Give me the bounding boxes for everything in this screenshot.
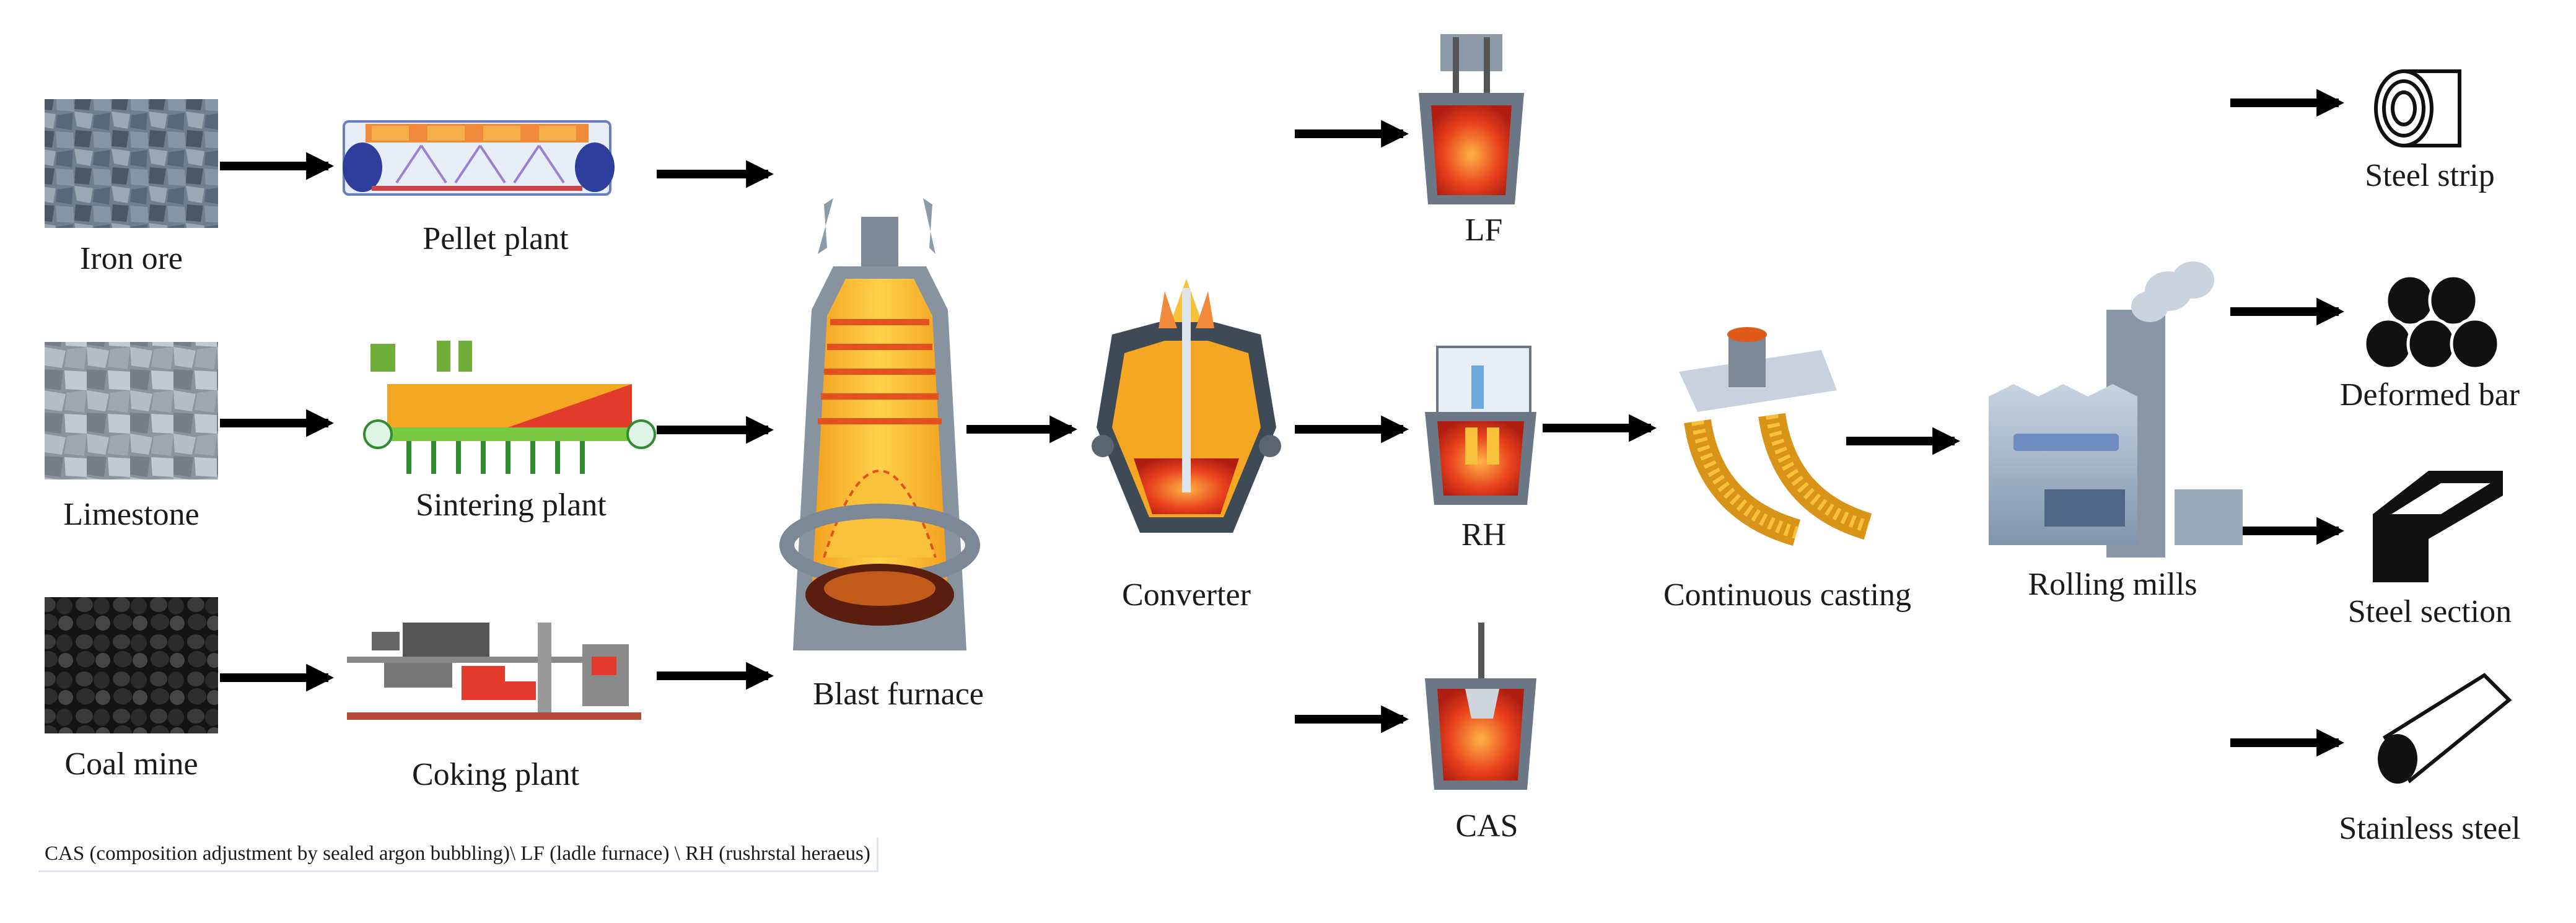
iron-ore-image bbox=[45, 99, 218, 228]
lf-label: LF bbox=[1465, 212, 1503, 248]
deformed-bar-label: Deformed bar bbox=[2339, 377, 2520, 413]
coking-plant-icon bbox=[347, 623, 641, 720]
converter-icon bbox=[1092, 279, 1281, 533]
abbreviation-footnote: CAS (composition adjustment by sealed ar… bbox=[38, 838, 878, 872]
sintering-plant-icon bbox=[363, 341, 656, 474]
coal-mine-label: Coal mine bbox=[64, 746, 198, 782]
coking-plant-label: Coking plant bbox=[411, 757, 580, 792]
pellet-plant-icon bbox=[343, 120, 615, 196]
steel-section-label: Steel section bbox=[2347, 594, 2512, 629]
blast-furnace-label: Blast furnace bbox=[813, 676, 984, 712]
converter-label: Converter bbox=[1122, 577, 1251, 613]
rolling-mills-icon bbox=[1989, 261, 2243, 558]
continuous-casting-icon bbox=[1679, 327, 1872, 546]
blast-furnace-icon bbox=[779, 198, 980, 650]
steel-section-icon bbox=[2373, 471, 2503, 582]
deformed-bar-icon bbox=[2363, 274, 2500, 370]
stainless-steel-label: Stainless steel bbox=[2339, 811, 2521, 846]
coal-mine-image bbox=[45, 597, 218, 733]
pellet-plant-label: Pellet plant bbox=[423, 221, 569, 256]
lf-icon bbox=[1419, 34, 1524, 204]
limestone-image bbox=[45, 342, 218, 479]
steel-strip-icon bbox=[2374, 69, 2461, 147]
steel-strip-label: Steel strip bbox=[2365, 158, 2495, 193]
stainless-steel-icon bbox=[2378, 673, 2512, 784]
rh-icon bbox=[1425, 346, 1536, 505]
continuous-casting-label: Continuous casting bbox=[1663, 577, 1912, 613]
cas-label: CAS bbox=[1455, 808, 1518, 844]
cas-icon bbox=[1425, 623, 1536, 790]
sintering-plant-label: Sintering plant bbox=[416, 488, 607, 523]
rolling-mills-label: Rolling mills bbox=[2028, 567, 2197, 602]
iron-ore-label: Iron ore bbox=[79, 241, 183, 276]
limestone-label: Limestone bbox=[63, 497, 199, 532]
rh-label: RH bbox=[1461, 517, 1507, 553]
flow-arrows bbox=[220, 89, 2344, 757]
